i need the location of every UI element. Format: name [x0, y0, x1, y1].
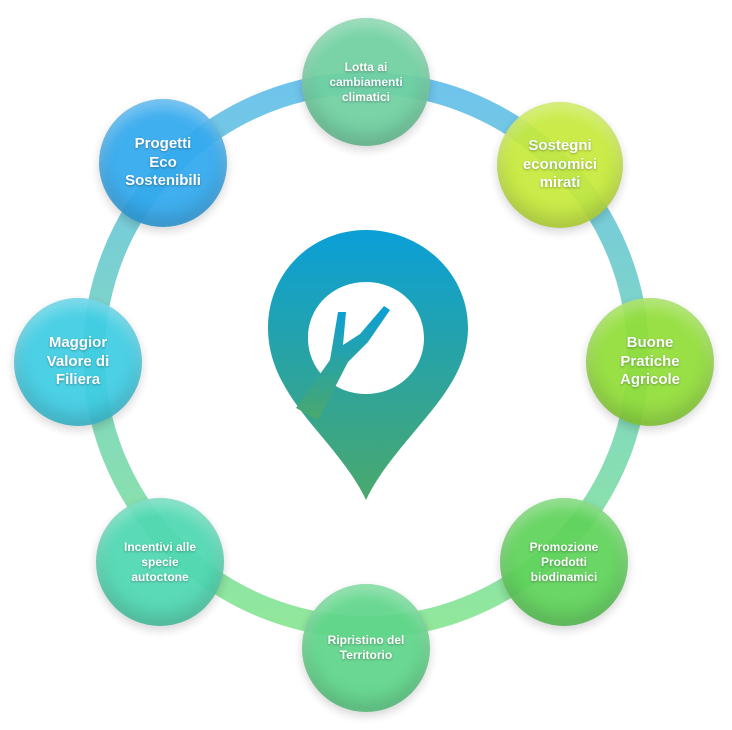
location-pin-icon: [268, 230, 468, 500]
cycle-node: Promozione Prodotti biodinamici: [500, 498, 628, 626]
cycle-node: Incentivi alle specie autoctone: [96, 498, 224, 626]
cycle-node: Ripristino del Territorio: [302, 584, 430, 712]
cycle-node: Buone Pratiche Agricole: [586, 298, 714, 426]
cycle-node-label: Lotta ai cambiamenti climatici: [329, 59, 403, 104]
cycle-node-label: Maggior Valore di Filiera: [46, 333, 110, 389]
tree-branch-icon: [296, 306, 390, 420]
cycle-node-label: Buone Pratiche Agricole: [619, 333, 680, 389]
location-pin-tree-logo: [268, 230, 468, 500]
cycle-node: Lotta ai cambiamenti climatici: [302, 18, 430, 146]
cycle-node-label: Ripristino del Territorio: [327, 633, 405, 662]
cycle-node-label: Incentivi alle specie autoctone: [123, 539, 197, 584]
cycle-node-label: Promozione Prodotti biodinamici: [529, 539, 599, 584]
cycle-node: Maggior Valore di Filiera: [14, 298, 142, 426]
cycle-node: Progetti Eco Sostenibili: [99, 99, 227, 227]
cycle-node-label: Progetti Eco Sostenibili: [125, 134, 201, 190]
cycle-node-label: Sostegni economici mirati: [522, 136, 598, 192]
cycle-node: Sostegni economici mirati: [497, 102, 623, 228]
